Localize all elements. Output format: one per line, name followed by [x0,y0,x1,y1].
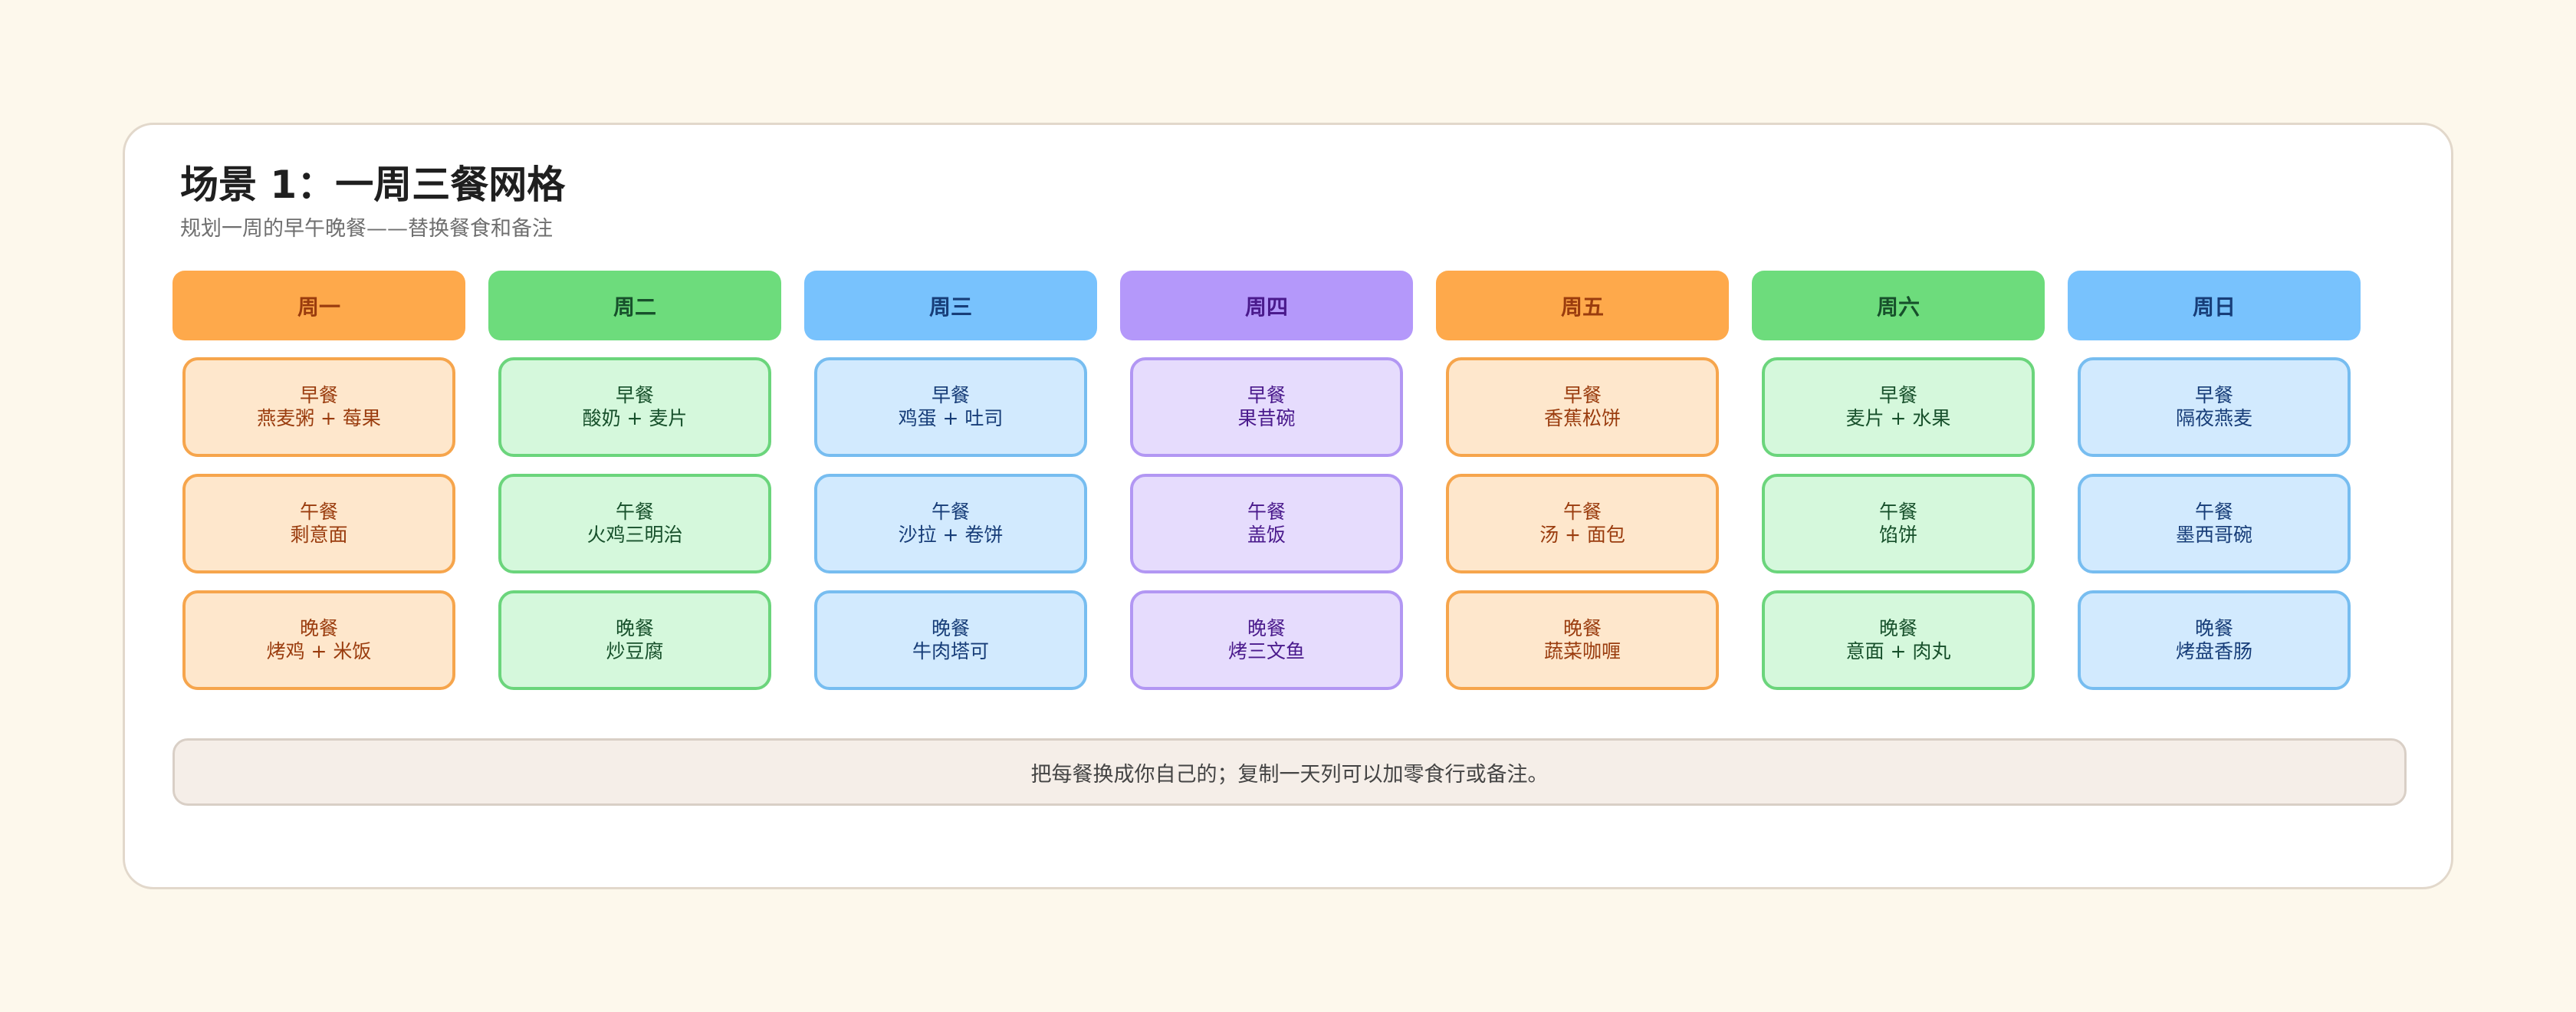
meal-label: 早餐 [1878,384,1917,406]
meal-item: 炒豆腐 [606,640,664,662]
meal-label: 晚餐 [615,617,654,639]
meal-label: 午餐 [615,501,654,523]
meal-item: 汤 + 面包 [1539,524,1625,546]
day-header: 周四 [1120,271,1413,340]
meal-label: 午餐 [1247,501,1286,523]
page-subtitle: 规划一周的早午晚餐——替换餐食和备注 [180,217,553,241]
meal-cell-dinner[interactable]: 晚餐烤三文鱼 [1130,590,1403,690]
meal-cell-breakfast[interactable]: 早餐隔夜燕麦 [2078,357,2351,457]
meal-cell-dinner[interactable]: 晚餐牛肉塔可 [814,590,1087,690]
meal-cell-dinner[interactable]: 晚餐蔬菜咖喱 [1446,590,1719,690]
meal-item: 沙拉 + 卷饼 [898,524,1004,546]
meal-label: 午餐 [931,501,970,523]
meal-item: 馅饼 [1878,524,1917,546]
meal-label: 晚餐 [1247,617,1286,639]
meal-item: 盖饭 [1247,524,1286,546]
meal-cell-breakfast[interactable]: 早餐果昔碗 [1130,357,1403,457]
meal-item: 香蕉松饼 [1543,407,1621,429]
meal-item: 烤盘香肠 [2175,640,2252,662]
meal-label: 午餐 [1878,501,1917,523]
day-header: 周二 [488,271,781,340]
meal-cell-lunch[interactable]: 午餐馅饼 [1762,474,2035,573]
meal-label: 午餐 [299,501,338,523]
meal-item: 燕麦粥 + 莓果 [257,407,381,429]
meal-label: 早餐 [931,384,970,406]
meal-cell-breakfast[interactable]: 早餐鸡蛋 + 吐司 [814,357,1087,457]
meal-item: 隔夜燕麦 [2175,407,2252,429]
meal-cell-lunch[interactable]: 午餐剩意面 [182,474,455,573]
meal-item: 火鸡三明治 [586,524,683,546]
meal-cell-dinner[interactable]: 晚餐炒豆腐 [498,590,771,690]
day-header: 周六 [1752,271,2045,340]
meal-cell-lunch[interactable]: 午餐火鸡三明治 [498,474,771,573]
meal-cell-dinner[interactable]: 晚餐意面 + 肉丸 [1762,590,2035,690]
meal-label: 早餐 [1562,384,1602,406]
meal-label: 晚餐 [1562,617,1602,639]
meal-label: 晚餐 [931,617,970,639]
meal-label: 晚餐 [2194,617,2233,639]
meal-planner-card: 场景 1：一周三餐网格 规划一周的早午晚餐——替换餐食和备注 周一早餐燕麦粥 +… [123,123,2453,889]
meal-cell-breakfast[interactable]: 早餐燕麦粥 + 莓果 [182,357,455,457]
meal-cell-lunch[interactable]: 午餐盖饭 [1130,474,1403,573]
day-header: 周一 [172,271,465,340]
meal-item: 麦片 + 水果 [1845,407,1951,429]
meal-item: 墨西哥碗 [2175,524,2252,546]
page-title: 场景 1：一周三餐网格 [180,163,566,207]
meal-label: 早餐 [1247,384,1286,406]
meal-cell-lunch[interactable]: 午餐汤 + 面包 [1446,474,1719,573]
meal-item: 蔬菜咖喱 [1543,640,1621,662]
meal-item: 烤三文鱼 [1227,640,1305,662]
meal-item: 果昔碗 [1237,407,1296,429]
meal-cell-dinner[interactable]: 晚餐烤鸡 + 米饭 [182,590,455,690]
meal-cell-breakfast[interactable]: 早餐香蕉松饼 [1446,357,1719,457]
footer-note: 把每餐换成你自己的；复制一天列可以加零食行或备注。 [172,738,2407,806]
meal-cell-lunch[interactable]: 午餐沙拉 + 卷饼 [814,474,1087,573]
meal-cell-dinner[interactable]: 晚餐烤盘香肠 [2078,590,2351,690]
meal-label: 早餐 [299,384,338,406]
meal-cell-breakfast[interactable]: 早餐酸奶 + 麦片 [498,357,771,457]
meal-label: 晚餐 [1878,617,1917,639]
meal-label: 晚餐 [299,617,338,639]
day-header: 周日 [2068,271,2361,340]
meal-label: 早餐 [615,384,654,406]
meal-item: 牛肉塔可 [912,640,989,662]
meal-item: 烤鸡 + 米饭 [266,640,372,662]
meal-cell-lunch[interactable]: 午餐墨西哥碗 [2078,474,2351,573]
meal-label: 午餐 [1562,501,1602,523]
meal-cell-breakfast[interactable]: 早餐麦片 + 水果 [1762,357,2035,457]
meal-item: 意面 + 肉丸 [1845,640,1951,662]
meal-item: 剩意面 [290,524,348,546]
day-header: 周五 [1436,271,1729,340]
day-header: 周三 [804,271,1097,340]
meal-label: 早餐 [2194,384,2233,406]
meal-label: 午餐 [2194,501,2233,523]
meal-item: 酸奶 + 麦片 [582,407,688,429]
meal-item: 鸡蛋 + 吐司 [898,407,1004,429]
